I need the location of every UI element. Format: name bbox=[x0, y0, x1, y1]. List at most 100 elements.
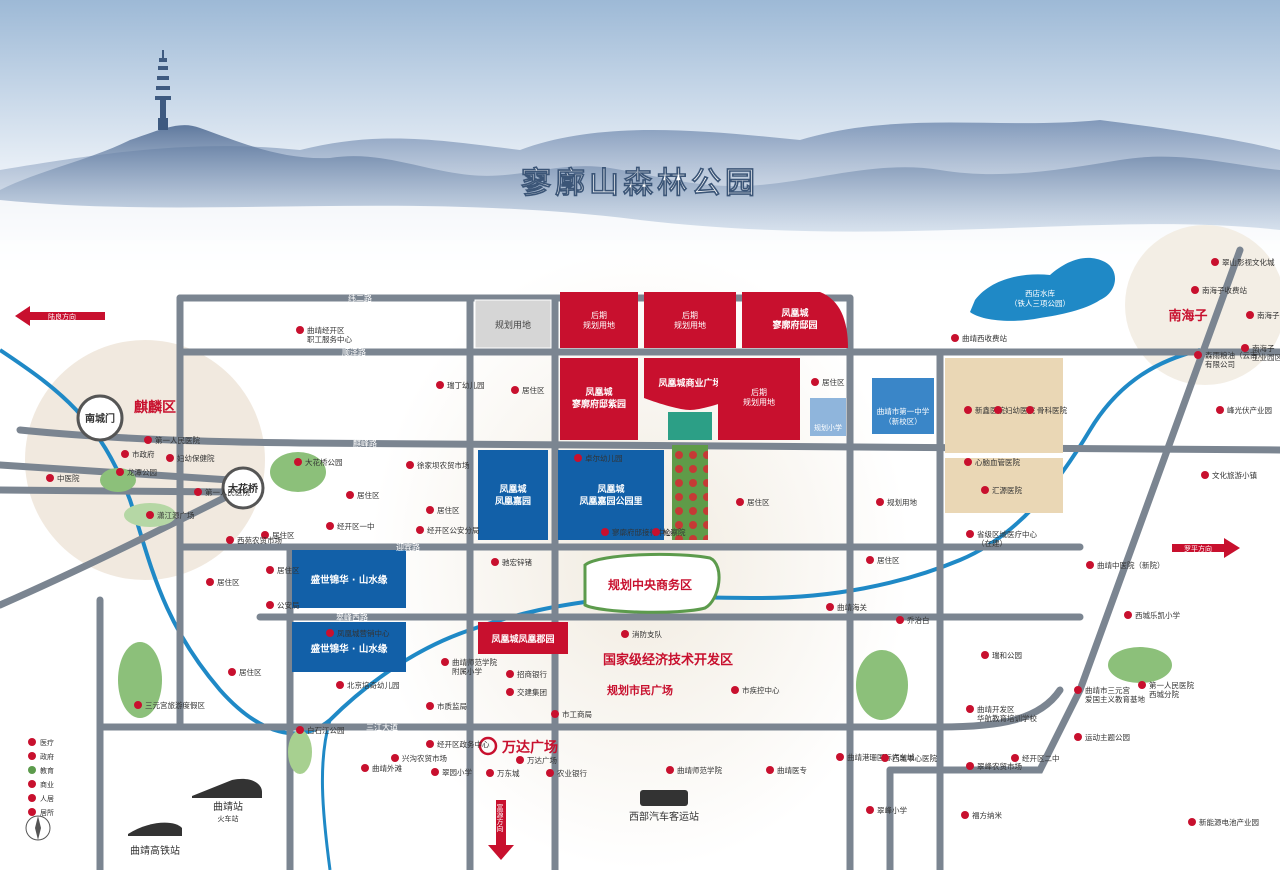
nanchengmen-node[interactable] bbox=[76, 394, 124, 442]
plot-fhc-zijin[interactable] bbox=[560, 358, 638, 440]
poi[interactable]: 省级区域医疗中心（在建） bbox=[966, 529, 1037, 548]
dahuaqiao-node[interactable] bbox=[221, 466, 265, 510]
poi[interactable]: 曲靖师范学院附属小学 bbox=[441, 657, 497, 676]
poi[interactable]: 峰光伏产业园 bbox=[1216, 405, 1272, 415]
poi[interactable]: 检察院 bbox=[652, 527, 686, 537]
xiaoxiang-park[interactable] bbox=[288, 730, 312, 774]
poi[interactable]: 翠峰农贸市场 bbox=[966, 761, 1022, 771]
poi[interactable]: 第一人民医院 bbox=[144, 435, 200, 445]
poi[interactable]: 南海子工业园区 bbox=[1241, 343, 1280, 362]
poi[interactable]: 森雨粮油（云南）有限公司 bbox=[1194, 350, 1265, 369]
poi[interactable]: 市政府 bbox=[121, 449, 155, 459]
poi[interactable]: 居住区 bbox=[511, 385, 545, 395]
poi[interactable]: 居住区 bbox=[346, 490, 380, 500]
poi[interactable]: 市疾控中心 bbox=[731, 685, 780, 695]
plot-fhc-plaza[interactable] bbox=[644, 358, 736, 410]
poi[interactable]: 曲靖市三元宫爱国主义教育基地 bbox=[1074, 685, 1145, 704]
poi[interactable]: 消防支队 bbox=[621, 629, 662, 639]
poi[interactable]: 曲靖西收费站 bbox=[951, 333, 1007, 343]
poi[interactable]: 居住区 bbox=[266, 565, 300, 575]
poi[interactable]: 妇幼医院 bbox=[994, 405, 1035, 415]
poi[interactable]: 徐家坝农贸市场 bbox=[406, 460, 470, 470]
poi[interactable]: 新鑫医院 bbox=[964, 405, 1005, 415]
poi[interactable]: 翠峰小学 bbox=[866, 805, 907, 815]
plot-fhc-jiayuan[interactable] bbox=[478, 450, 548, 540]
plot-shengshi-north[interactable] bbox=[292, 550, 406, 608]
poi[interactable]: 乔治白 bbox=[896, 615, 930, 625]
poi[interactable]: 西苑农贸市场 bbox=[226, 535, 282, 545]
direction-fuyuan[interactable]: 富源方向 bbox=[488, 800, 514, 860]
poi[interactable]: 农业银行 bbox=[546, 768, 587, 778]
poi[interactable]: 市工商局 bbox=[551, 709, 592, 719]
highspeed-station[interactable]: 曲靖高铁站 bbox=[128, 822, 182, 857]
poi[interactable]: 招商银行 bbox=[506, 669, 547, 679]
poi[interactable]: 寥廓府邸接待中心 bbox=[601, 527, 672, 537]
poi[interactable]: 福方纳米 bbox=[961, 810, 1002, 820]
plot-fhc-jun[interactable] bbox=[478, 622, 568, 654]
poi[interactable]: 规划用地 bbox=[876, 497, 917, 507]
poi[interactable]: 经开区二中 bbox=[1011, 753, 1060, 763]
poi[interactable]: 居住区 bbox=[736, 497, 770, 507]
poi[interactable]: 经开区一中 bbox=[326, 521, 375, 531]
poi[interactable]: 万东城 bbox=[486, 768, 520, 778]
ruihe-park[interactable] bbox=[856, 650, 908, 720]
poi[interactable]: 曲靖中医院（新院） bbox=[1086, 560, 1165, 570]
poi[interactable]: 潇江源广场 bbox=[146, 510, 195, 520]
poi[interactable]: 骨科医院 bbox=[1026, 405, 1067, 415]
poi[interactable]: 北京培奇幼儿园 bbox=[336, 680, 400, 690]
dahuaqiao-park[interactable] bbox=[270, 452, 326, 492]
poi[interactable]: 西城乐凯小学 bbox=[1124, 610, 1180, 620]
poi[interactable]: 大花桥公园 bbox=[294, 457, 343, 467]
poi[interactable]: 兴沟农贸市场 bbox=[391, 753, 447, 763]
plot-later-top1[interactable] bbox=[560, 292, 638, 348]
planned-primary-school[interactable] bbox=[810, 398, 846, 436]
plot-fhc-xiaofu[interactable] bbox=[742, 292, 848, 348]
poi[interactable]: 曲靖经开区职工服务中心 bbox=[296, 325, 352, 344]
poi[interactable]: 白石江公园 bbox=[296, 725, 345, 735]
poi[interactable]: 曲靖开发区华航教育培训学校 bbox=[966, 704, 1037, 723]
poi[interactable]: 文化旅游小镇 bbox=[1201, 470, 1257, 480]
poi[interactable]: 新能源电池产业园 bbox=[1188, 817, 1259, 827]
poi[interactable]: 经开区公安分局 bbox=[416, 525, 480, 535]
planned-land-block[interactable] bbox=[474, 299, 552, 349]
direction-luliang[interactable]: 陆良方向 bbox=[15, 306, 105, 326]
poi[interactable]: 第一人民医院 bbox=[194, 487, 250, 497]
poi[interactable]: 居住区 bbox=[811, 377, 845, 387]
poi[interactable]: 交建集团 bbox=[506, 687, 547, 697]
poi[interactable]: 中医院 bbox=[46, 473, 80, 483]
yizhong-school[interactable] bbox=[872, 378, 934, 434]
poi[interactable]: 龙潭公园 bbox=[116, 467, 157, 477]
plot-later-top2[interactable] bbox=[644, 292, 736, 348]
poi[interactable]: 曲靖港珊国际汽车城 bbox=[836, 752, 915, 762]
poi[interactable]: 南海子收费站 bbox=[1191, 285, 1247, 295]
plot-fhc-park[interactable] bbox=[558, 450, 664, 540]
poi[interactable]: 曲靖师范学院 bbox=[666, 765, 722, 775]
poi[interactable]: 西城中心医院 bbox=[881, 753, 937, 763]
poi[interactable]: 市质监局 bbox=[426, 701, 467, 711]
direction-luonan[interactable]: 罗平方向 bbox=[1172, 538, 1240, 558]
poi[interactable]: 三元宫旅游度假区 bbox=[134, 700, 205, 710]
poi[interactable]: 瑞和公园 bbox=[981, 650, 1022, 660]
poi[interactable]: 翠山影视文化城 bbox=[1211, 257, 1275, 267]
bus-station[interactable]: 西部汽车客运站 bbox=[629, 790, 699, 823]
poi[interactable]: 妇幼保健院 bbox=[166, 453, 215, 463]
poi[interactable]: 曲靖海关 bbox=[826, 602, 867, 612]
poi[interactable]: 卓尔幼儿园 bbox=[574, 453, 623, 463]
poi[interactable]: 凤凰城营销中心 bbox=[326, 628, 390, 638]
poi[interactable]: 居住区 bbox=[206, 577, 240, 587]
poi[interactable]: 翠园小学 bbox=[431, 767, 472, 777]
poi[interactable]: 运动主题公园 bbox=[1074, 732, 1130, 742]
poi[interactable]: 万达广场 bbox=[516, 755, 557, 765]
hospital-zone[interactable] bbox=[945, 358, 1063, 453]
hospital-zone-south[interactable] bbox=[945, 458, 1063, 513]
plot-shengshi-south[interactable] bbox=[292, 622, 406, 672]
sports-park[interactable] bbox=[1108, 647, 1172, 683]
poi[interactable]: 公安局 bbox=[266, 600, 300, 610]
poi[interactable]: 居住区 bbox=[261, 530, 295, 540]
poi[interactable]: 居住区 bbox=[228, 667, 262, 677]
cbd-zone[interactable] bbox=[583, 552, 721, 614]
poi[interactable]: 心脑血管医院 bbox=[964, 457, 1020, 467]
plot-later-mid[interactable] bbox=[718, 358, 800, 440]
poi[interactable]: 南海子车管所 bbox=[1246, 310, 1280, 320]
poi[interactable]: 曲靖医专 bbox=[766, 765, 807, 775]
